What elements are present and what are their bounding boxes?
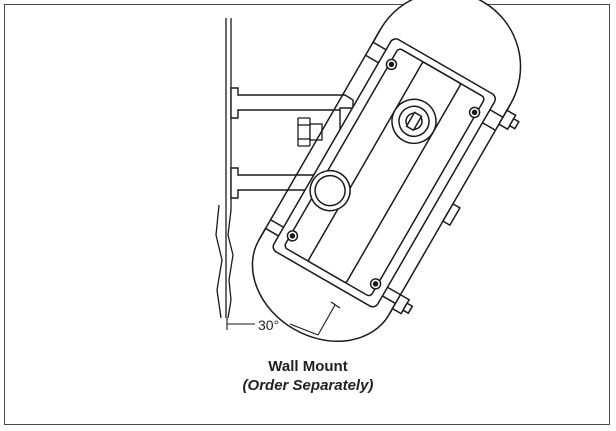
- fixture-body: [251, 0, 522, 343]
- caption-subtitle: (Order Separately): [242, 377, 374, 394]
- angle-label: 30°: [258, 317, 279, 333]
- angle-indicator: [226, 301, 341, 336]
- bracket-bolt: [297, 117, 323, 147]
- caption-title: Wall Mount: [268, 358, 348, 375]
